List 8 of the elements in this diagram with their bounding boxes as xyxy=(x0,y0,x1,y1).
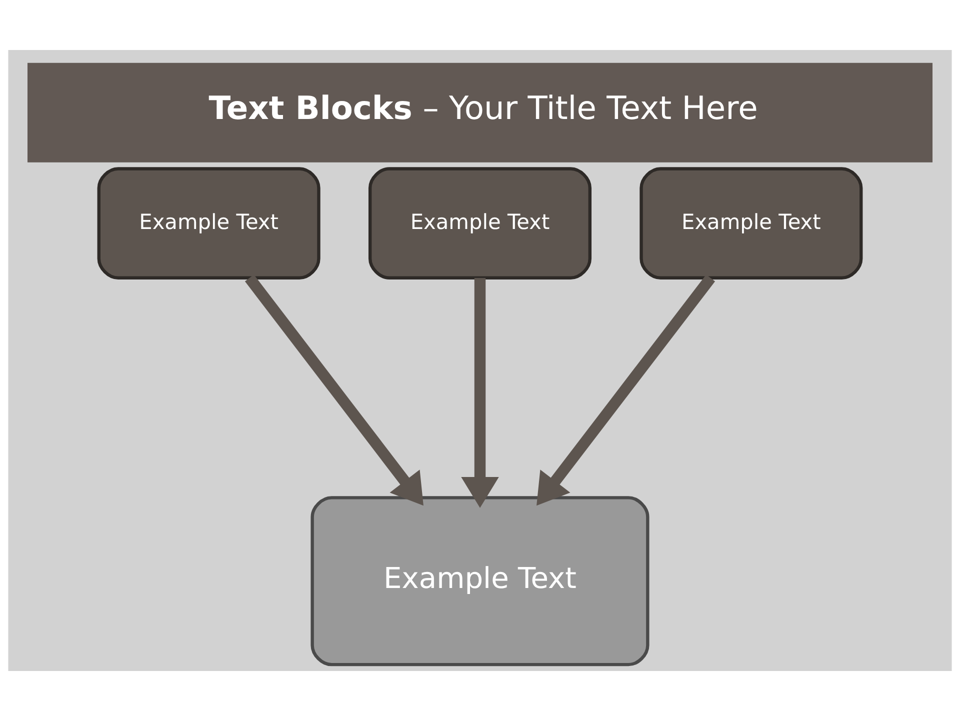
arrow xyxy=(461,278,499,508)
arrow xyxy=(536,274,716,506)
arrow xyxy=(244,274,424,506)
node-box: Example Text xyxy=(310,496,650,666)
diagram-title: Text Blocks – Your Title Text Here xyxy=(208,88,758,126)
node-box: Example Text xyxy=(368,166,592,279)
node-box: Example Text xyxy=(97,166,320,279)
node-box: Example Text xyxy=(640,166,863,279)
